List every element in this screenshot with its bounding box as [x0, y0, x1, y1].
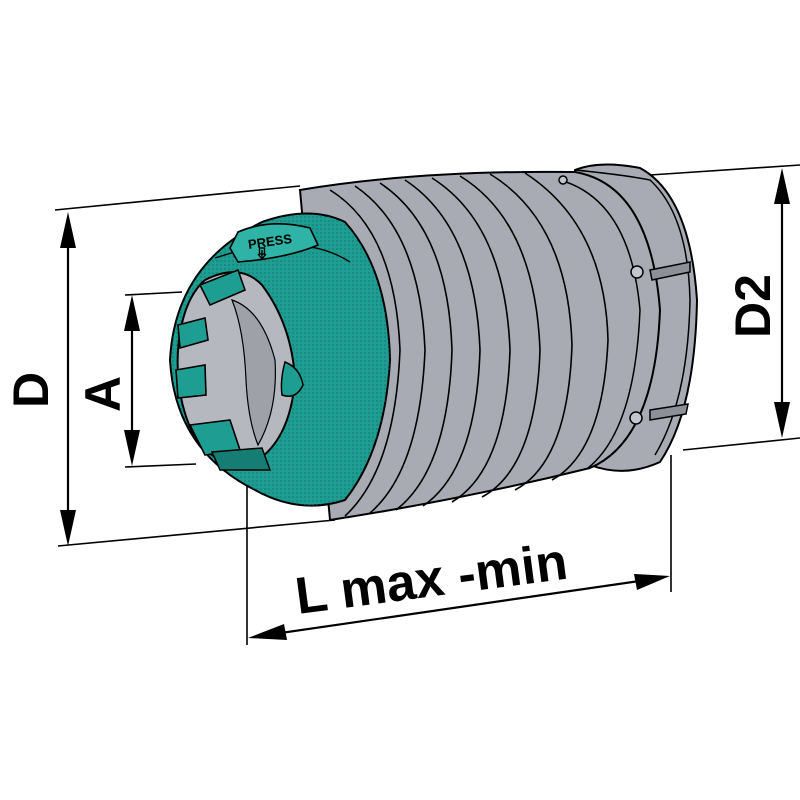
- ridge-6: [459, 175, 541, 498]
- ridge-1: [329, 189, 401, 517]
- lug-top: [198, 268, 247, 307]
- extension-lines: [54, 164, 800, 645]
- screw-bottom: [629, 411, 643, 425]
- arrowhead-d2-bottom: [774, 402, 790, 438]
- arrowhead-d2-top: [774, 168, 790, 204]
- arrowhead-l-right: [634, 574, 670, 590]
- ext-line-a-bottom: [124, 463, 197, 468]
- cap-lugs: [175, 268, 247, 456]
- clip-slots: [649, 261, 691, 421]
- ridge-7: [489, 173, 573, 491]
- cap-notch: [280, 360, 304, 397]
- screws: [558, 175, 644, 425]
- ridge-8: [524, 172, 609, 481]
- cap-bottom-tab: [210, 447, 272, 471]
- rear-collar: [559, 179, 641, 469]
- label-a: A: [75, 376, 131, 412]
- screw-small: [558, 175, 568, 185]
- bellows-ridges: [329, 172, 609, 517]
- bellows-body: [298, 163, 699, 522]
- front-cap: [168, 212, 392, 507]
- clip-slot-bottom: [649, 403, 689, 421]
- ext-line-d-bottom: [57, 519, 336, 547]
- ridge-2: [354, 185, 426, 514]
- press-button: PRESS: [229, 223, 320, 263]
- cap-opening-shade: [230, 299, 276, 447]
- arrowhead-d-bottom: [60, 510, 76, 546]
- ext-line-a-top: [124, 291, 183, 296]
- ext-line-d2-bottom: [682, 437, 800, 451]
- lug-left: [177, 316, 209, 350]
- arrowhead-l-left: [248, 624, 287, 640]
- label-d2: D2: [725, 274, 781, 338]
- dimension-lines: [60, 168, 790, 640]
- arrowhead-a-bottom: [124, 430, 140, 466]
- ridge-3: [379, 182, 453, 511]
- screw-top: [630, 265, 644, 279]
- ext-line-d2-top: [649, 164, 800, 176]
- ext-line-d-top: [54, 185, 301, 211]
- clip-slot-top: [649, 261, 691, 281]
- label-d: D: [3, 372, 59, 408]
- arrowhead-a-top: [124, 295, 140, 331]
- press-button-shape: [229, 223, 320, 263]
- ridge-4: [404, 179, 481, 507]
- lug-mid: [175, 364, 207, 399]
- press-label: PRESS: [247, 231, 293, 252]
- dim-line-l: [259, 576, 661, 638]
- rear-flange-rim: [574, 169, 691, 456]
- arrowhead-d-top: [60, 212, 76, 248]
- ridge-5: [431, 177, 511, 503]
- down-arrow-icon: [257, 247, 267, 261]
